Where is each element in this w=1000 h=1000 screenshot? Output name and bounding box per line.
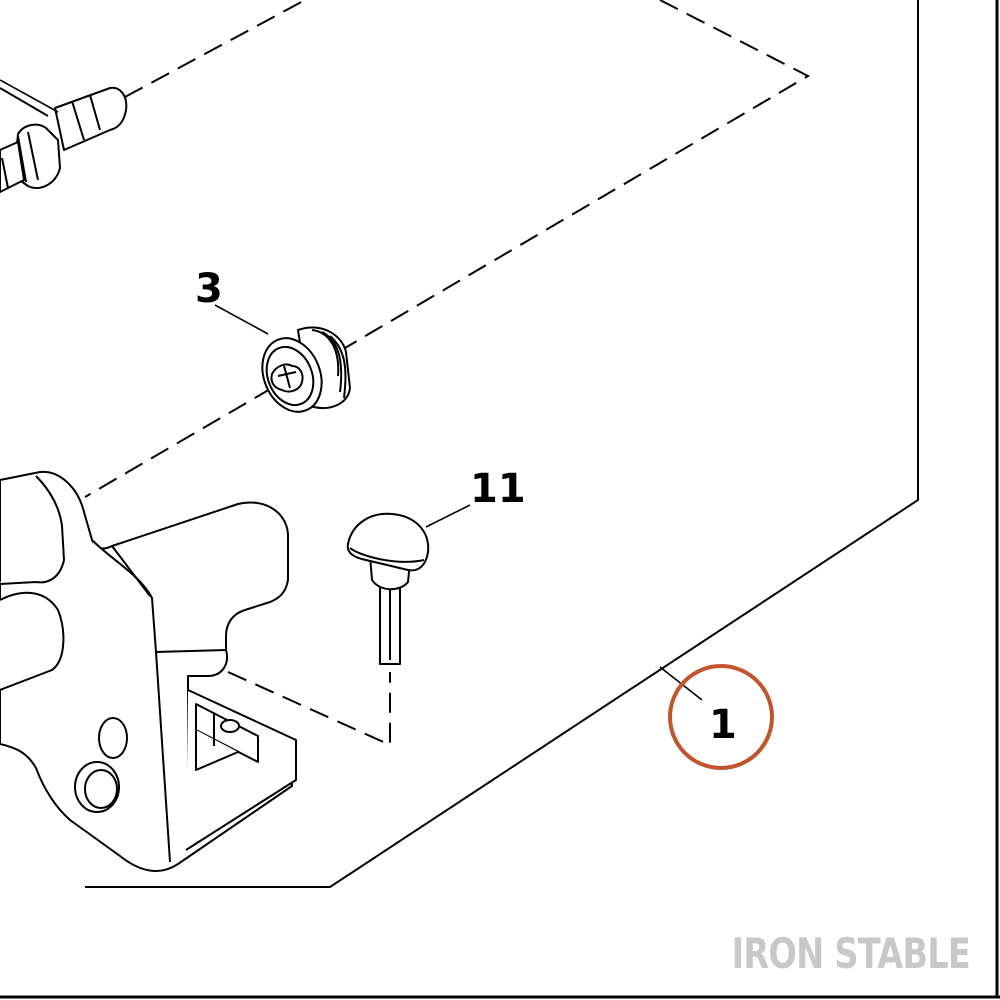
callout-label-3: 3 [195,266,223,312]
callout-label-11: 11 [470,466,526,512]
bracket-part-1 [0,470,297,872]
assembly-guide-lines [84,0,811,747]
watermark-logo: IRON STABLE [731,929,971,978]
assembly-border [85,0,919,888]
highlight-circle [668,664,774,770]
plug-part-3 [261,326,352,413]
callout-label-1: 1 [709,702,737,748]
fitting-part [0,86,128,193]
pin-part-11 [346,512,430,665]
leader-lines [0,79,703,701]
